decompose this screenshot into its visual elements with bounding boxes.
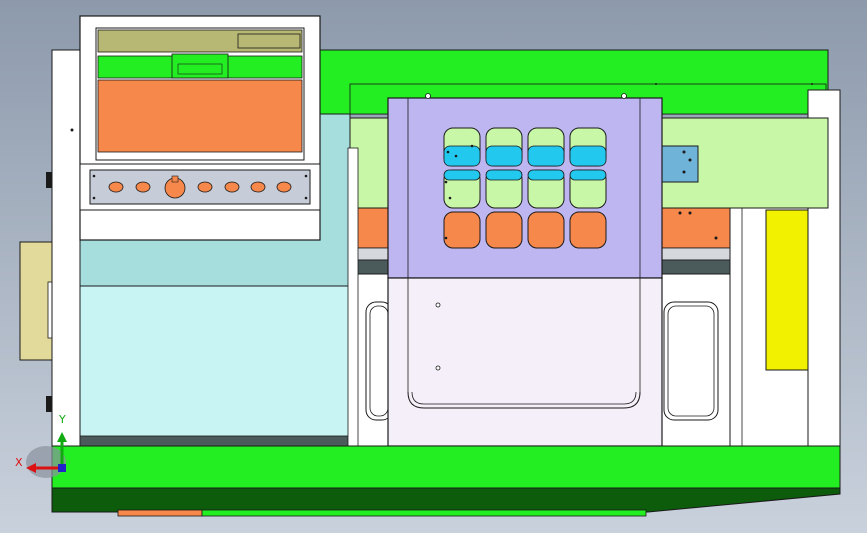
yellow-guard — [765, 209, 809, 371]
control-cabinet-lower — [79, 285, 351, 439]
left-column — [51, 49, 81, 451]
base-plinth — [51, 487, 841, 513]
window-row-1 — [443, 127, 607, 167]
side-motor-housing — [19, 241, 55, 361]
axis-triad — [26, 432, 67, 478]
steel-bracket — [661, 145, 699, 183]
window-row-3 — [443, 211, 607, 249]
base-platform — [51, 445, 841, 489]
axis-y-label: Y — [59, 413, 66, 426]
button-control-panel — [79, 163, 321, 211]
axis-x-label: X — [15, 456, 23, 469]
window-row-2 — [443, 169, 607, 209]
main-door — [387, 93, 663, 447]
door-window-grid — [443, 127, 607, 249]
